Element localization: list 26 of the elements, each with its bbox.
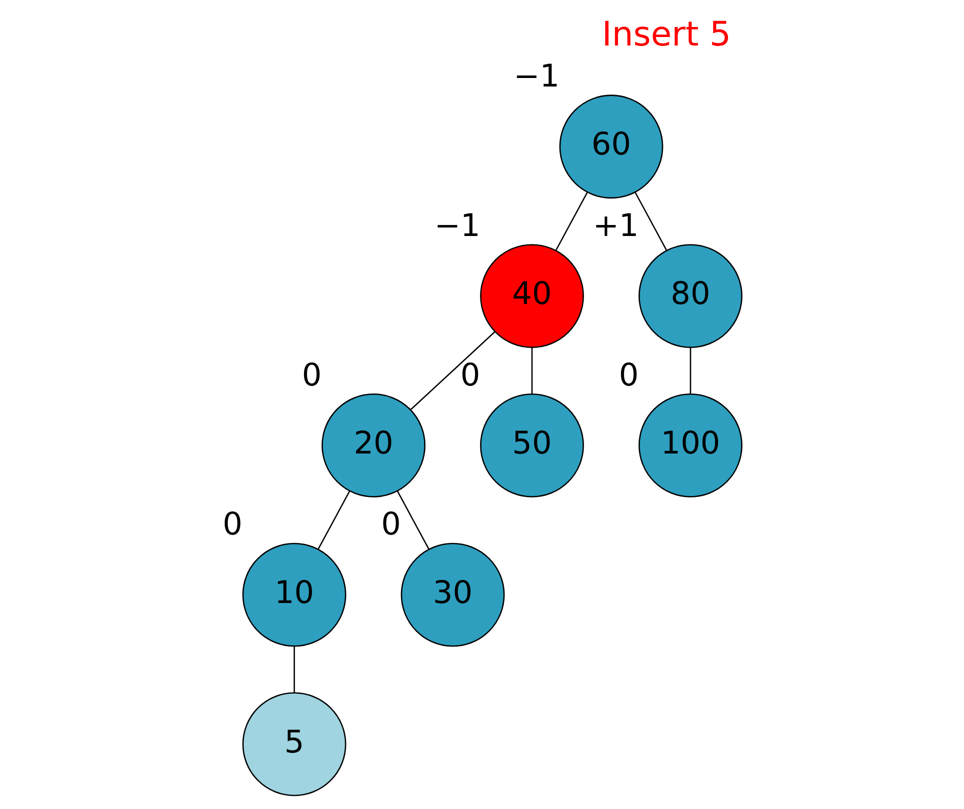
node-label: −1 — [514, 58, 560, 94]
node-label: 0 — [381, 506, 401, 543]
node-circle: 100 — [638, 393, 742, 498]
connector — [531, 347, 533, 394]
node-circle: 10 — [242, 542, 346, 647]
node-circle: 40 — [480, 244, 584, 348]
node-label: +1 — [592, 208, 639, 244]
connector — [294, 646, 295, 693]
node-label: 0 — [618, 357, 639, 394]
node-circle: 60 — [559, 94, 664, 199]
connector — [690, 347, 692, 394]
connector — [396, 490, 430, 550]
connector — [555, 192, 588, 251]
diagram-title: Insert 5 — [602, 14, 731, 54]
node-label: 0 — [222, 506, 242, 543]
node-label: 0 — [302, 357, 322, 394]
node-circle: 80 — [638, 244, 742, 348]
connector — [634, 192, 668, 251]
node-circle: 5 — [242, 692, 346, 796]
node-label: 0 — [460, 357, 480, 394]
node-circle: 20 — [322, 393, 426, 498]
node-label: −1 — [434, 208, 480, 244]
connector — [318, 490, 350, 550]
connector — [410, 331, 496, 410]
node-circle: 30 — [400, 542, 505, 647]
node-circle: 50 — [480, 393, 584, 498]
